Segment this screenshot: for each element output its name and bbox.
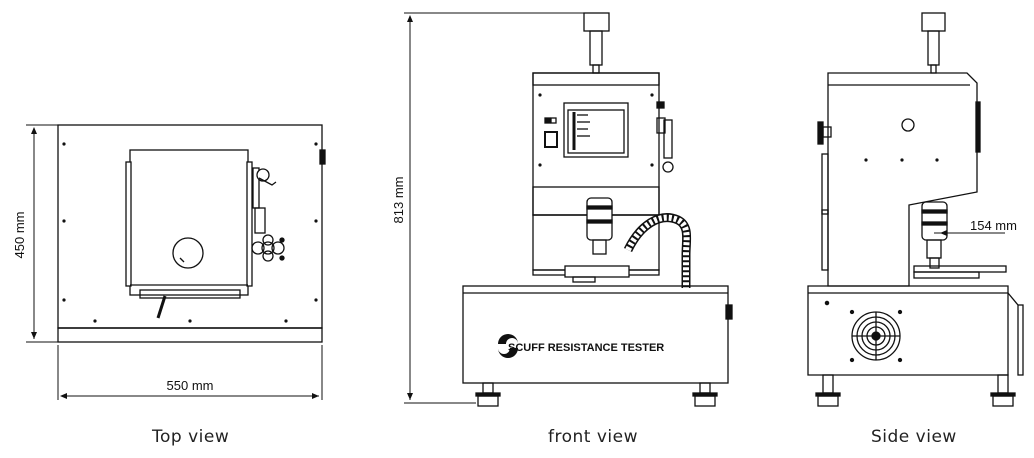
front-view-base-box xyxy=(462,285,729,384)
side-view-weight-knob xyxy=(921,12,946,32)
top-view-knob-cluster xyxy=(251,234,285,262)
side-view-pen-holder xyxy=(921,201,948,241)
front-view-touch-screen xyxy=(563,102,629,158)
front-view-flex-hose xyxy=(623,213,692,288)
side-view-port xyxy=(901,118,915,132)
front-view-brand-logo xyxy=(498,334,518,358)
front-view-caption: front view xyxy=(548,427,638,447)
top-view-caption: Top view xyxy=(152,427,230,447)
top-view-housing xyxy=(129,149,249,296)
side-view-caption: Side view xyxy=(871,427,957,447)
front-view-feet xyxy=(475,382,718,407)
side-view xyxy=(807,12,1024,407)
top-view-depth-dimension: 450 mm xyxy=(12,212,27,259)
front-view-sample-table xyxy=(564,265,630,278)
side-view-feet xyxy=(815,374,1016,407)
side-view-frame xyxy=(827,72,978,287)
top-view-dimensions xyxy=(26,124,323,400)
front-view-weight-knob xyxy=(583,12,610,32)
front-view-power-switch xyxy=(544,131,558,148)
front-view-height-dimension: 813 mm xyxy=(391,177,406,224)
side-view-cooling-fan xyxy=(849,309,903,363)
top-view-base-edge xyxy=(57,327,323,343)
front-view-brand-text: SCUFF RESISTANCE TESTER xyxy=(508,342,664,354)
top-view-round-port xyxy=(172,237,204,269)
side-view-offset-dimension: 154 mm xyxy=(970,218,1017,233)
front-view xyxy=(462,12,733,407)
side-view-base-box xyxy=(807,285,1009,376)
top-view xyxy=(57,124,326,343)
front-view-dimensions xyxy=(404,12,584,404)
front-view-pen-holder xyxy=(586,197,613,241)
front-view-cabinet xyxy=(532,72,660,216)
top-view-width-dimension: 550 mm xyxy=(167,378,214,393)
